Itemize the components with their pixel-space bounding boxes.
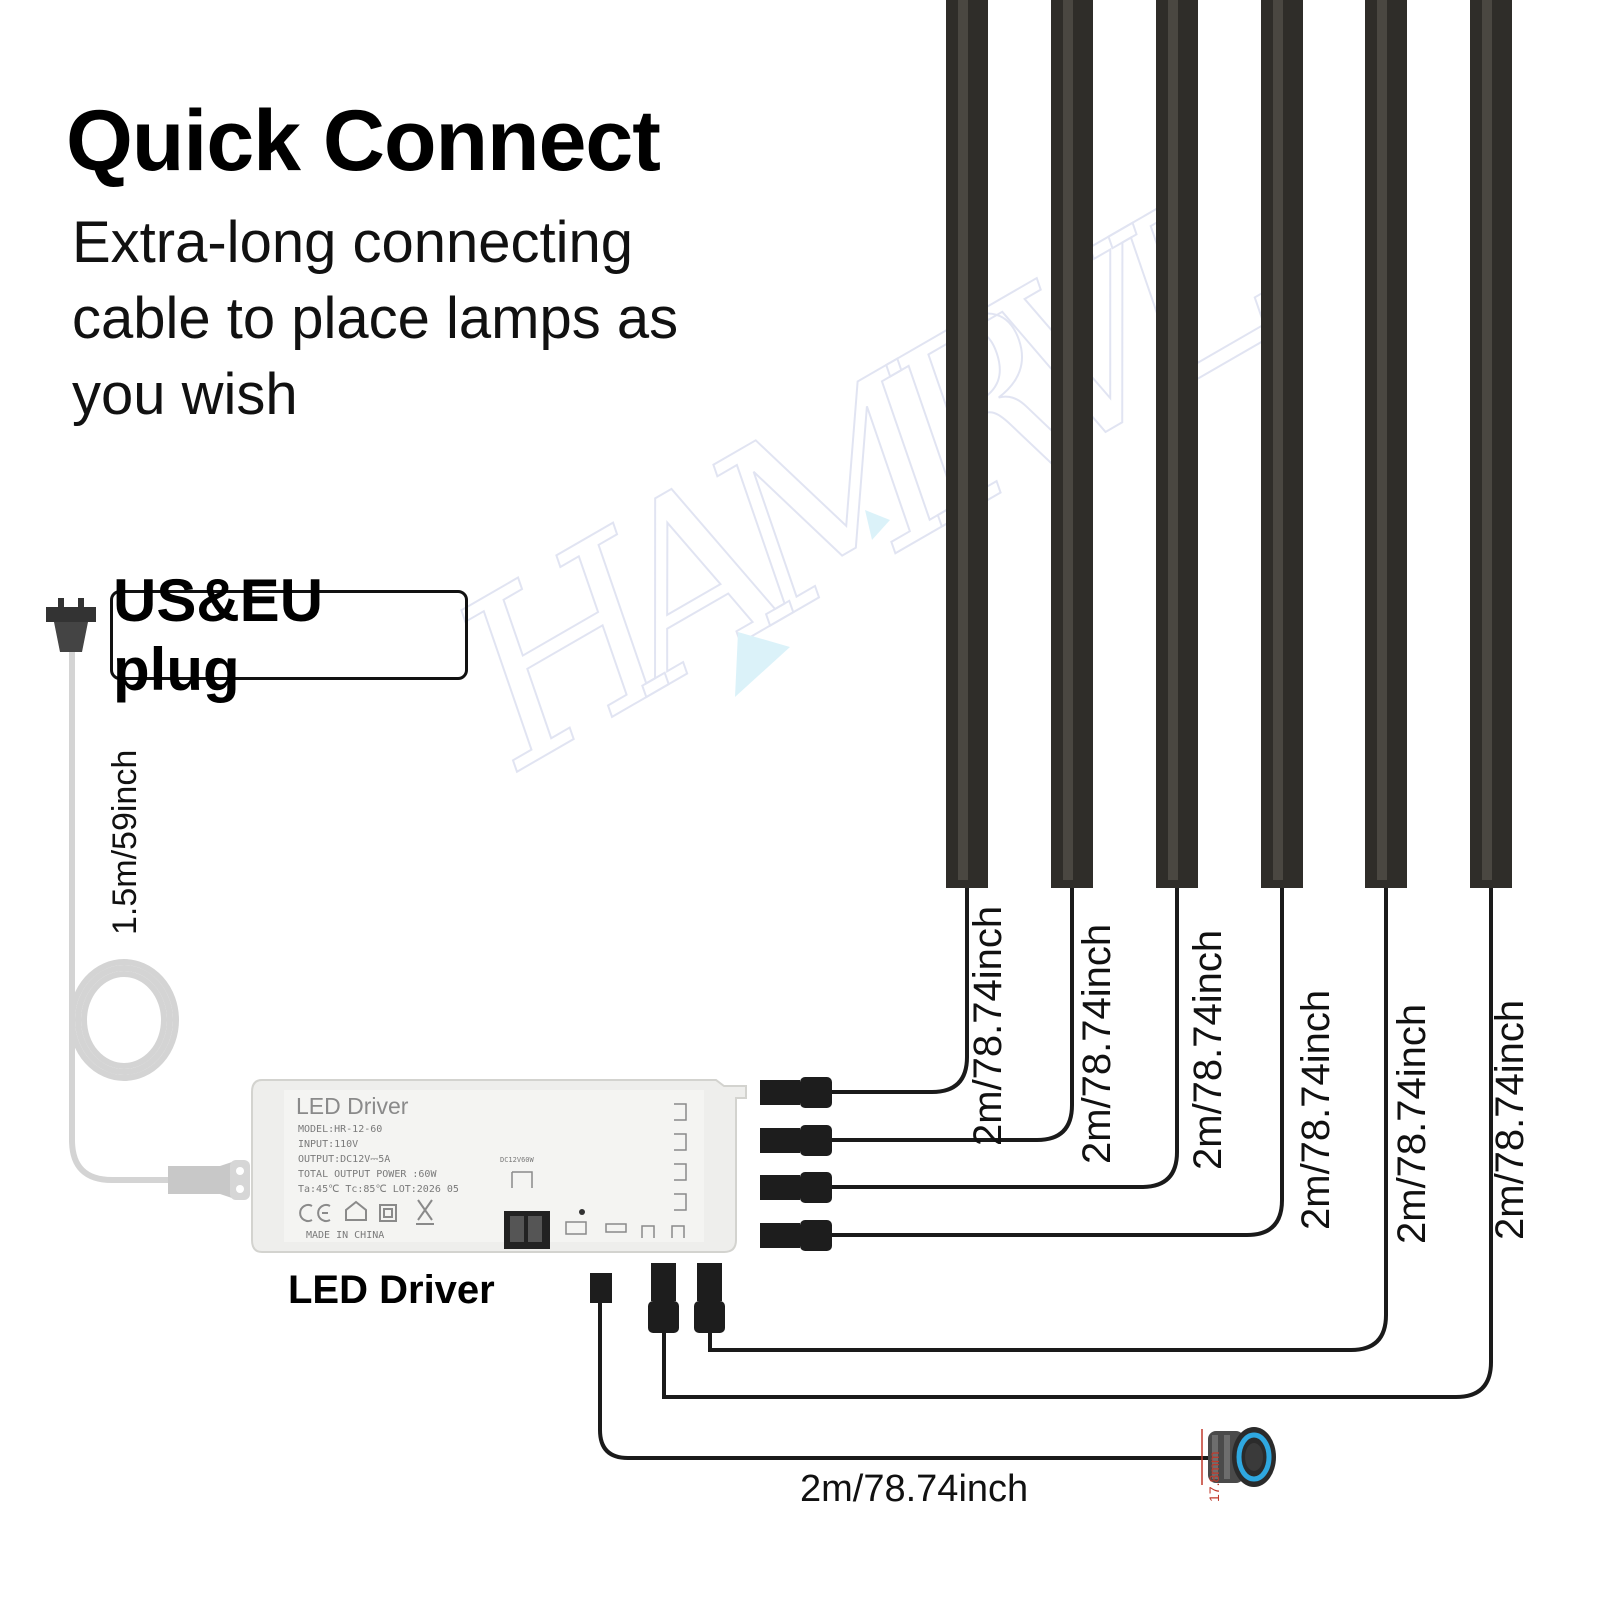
switch-cable: [598, 1300, 1208, 1460]
connector: [760, 1172, 832, 1203]
plug-icon: [46, 598, 96, 652]
output-connectors: [590, 1077, 832, 1333]
cable-length-label: 2m/78.74inch: [1390, 1003, 1434, 1244]
led-driver-box: LED Driver MODEL:HR-12-60 INPUT:110V OUT…: [251, 1079, 747, 1253]
status-dot: [579, 1209, 585, 1215]
driver-power-inlet: [168, 1160, 250, 1200]
switch-cable-length-label: 2m/78.74inch: [800, 1468, 1029, 1510]
page-subtitle: Extra-long connecting cable to place lam…: [72, 210, 679, 427]
cable-length-label: 2m/78.74inch: [1488, 999, 1532, 1240]
light-bar: [1156, 0, 1198, 888]
plug-badge: US&EU plug: [110, 567, 468, 703]
driver-temps: Ta:45℃ Tc:85℃ LOT:2026 05: [298, 1184, 459, 1195]
port-icons: [511, 1103, 687, 1238]
driver-input: INPUT:110V: [298, 1139, 358, 1150]
lamp-cable: [708, 888, 1388, 1352]
cable-length-label: 2m/78.74inch: [1186, 929, 1230, 1170]
lamp-cable: [832, 888, 1074, 1142]
light-bar: [1365, 0, 1407, 888]
lamp-cable: [832, 888, 969, 1094]
driver-label-title: LED Driver: [296, 1093, 409, 1119]
driver-total-power: TOTAL OUTPUT POWER :60W: [298, 1169, 437, 1180]
light-bars: [946, 0, 1512, 888]
power-cord: [69, 640, 179, 1183]
lamp-cable: [662, 888, 1493, 1399]
driver-caption: LED Driver: [288, 1268, 495, 1312]
cable-length-label: 2m/78.74inch: [1075, 923, 1119, 1164]
switch-led-ring: [1236, 1432, 1272, 1482]
driver-origin: MADE IN CHINA: [306, 1230, 384, 1241]
lamp-cable: [832, 888, 1179, 1189]
connector: [760, 1125, 832, 1156]
light-bar: [1261, 0, 1303, 888]
cable-length-label: 2m/78.74inch: [1294, 989, 1338, 1230]
connector: [648, 1263, 679, 1333]
light-bar: [1051, 0, 1093, 888]
connector: [760, 1220, 832, 1251]
page-title: Quick Connect: [66, 93, 661, 189]
lamp-cable: [832, 888, 1284, 1237]
cable-length-label: 2m/78.74inch: [966, 905, 1010, 1146]
connector: [760, 1077, 832, 1108]
driver-output: OUTPUT:DC12V⎓5A: [298, 1154, 390, 1165]
connector: [694, 1263, 725, 1333]
driver-port-label: DC12V60W: [500, 1156, 535, 1164]
light-bar: [1470, 0, 1512, 888]
cord-length-label: 1.5m/59inch: [106, 749, 144, 935]
lamp-cables: [662, 888, 1493, 1399]
light-bar: [946, 0, 988, 888]
switch-size-label: 17.8mm: [1206, 1451, 1222, 1502]
certification-icons: [299, 1199, 434, 1225]
push-switch: [1201, 1427, 1276, 1487]
driver-model: MODEL:HR-12-60: [298, 1124, 382, 1135]
switch-connector: [590, 1273, 612, 1303]
